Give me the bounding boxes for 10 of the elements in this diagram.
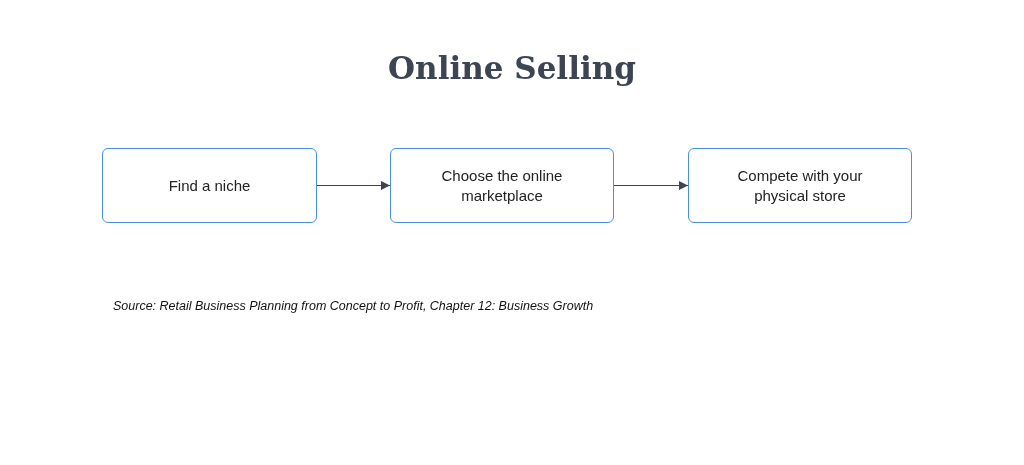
process-box	[688, 148, 912, 223]
diagram-title: Online Selling	[387, 50, 637, 86]
arrow	[316, 181, 391, 190]
node-text: Compete with your physical store	[736, 166, 864, 205]
node-text: Find a niche	[167, 175, 252, 196]
source-note: Source: Retail Business Planning from Concept to Profit, Chapter 12: Business Growth	[113, 299, 594, 313]
process-box	[102, 148, 317, 223]
arrow	[613, 181, 689, 190]
node-text: Choose the online marketplace	[440, 166, 564, 205]
process-box	[390, 148, 614, 223]
